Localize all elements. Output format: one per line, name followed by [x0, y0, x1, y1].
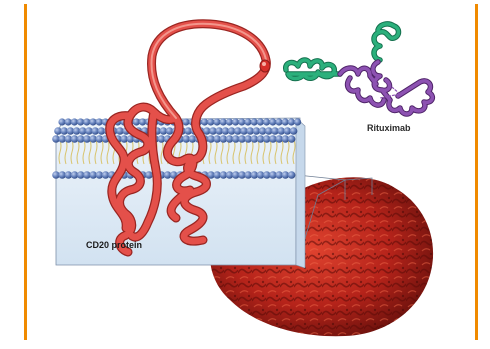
rituximab-label: Rituximab: [367, 123, 411, 133]
lipid-head: [232, 118, 239, 125]
lipid-head: [139, 118, 146, 125]
lipid-head: [294, 118, 301, 125]
lipid-head: [207, 118, 214, 125]
lipid-head: [182, 118, 189, 125]
lipid-head: [201, 118, 208, 125]
lipid-head: [269, 118, 276, 125]
lipid-head: [96, 118, 103, 125]
lipid-head: [282, 118, 289, 125]
rituximab-antibody-chain: [286, 24, 433, 114]
lipid-head: [213, 118, 220, 125]
lipid-head: [238, 118, 245, 125]
lipid-head: [77, 118, 84, 125]
lipid-head: [83, 118, 90, 125]
lipid-head: [89, 118, 96, 125]
lipid-head: [288, 118, 295, 125]
lipid-head: [71, 118, 78, 125]
lipid-head: [288, 135, 296, 143]
lipid-head: [133, 118, 140, 125]
lipid-head: [257, 118, 264, 125]
lipid-head: [226, 118, 233, 125]
lipid-head: [288, 171, 296, 179]
lipid-head: [244, 118, 251, 125]
lipid-head: [290, 127, 298, 135]
cd20-protein-label: CD20 protein: [86, 240, 142, 250]
lipid-head: [251, 118, 258, 125]
lipid-head: [58, 118, 65, 125]
lipid-head: [220, 118, 227, 125]
lipid-head: [65, 118, 72, 125]
lipid-head: [275, 118, 282, 125]
lipid-head: [263, 118, 270, 125]
